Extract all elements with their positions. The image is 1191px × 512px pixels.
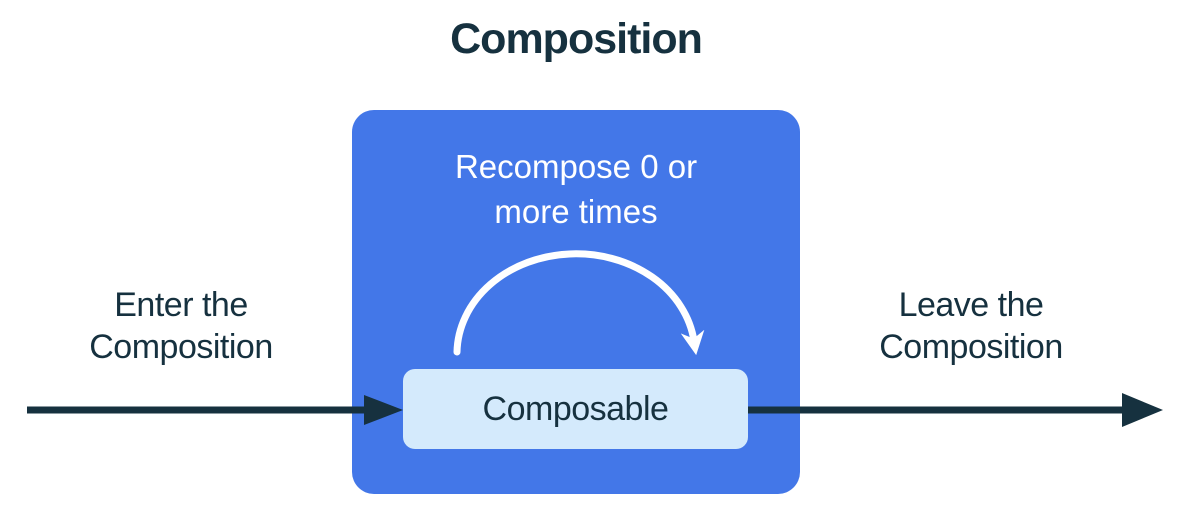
leave-arrow-head (1122, 393, 1163, 427)
leave-composition-label: Leave the Composition (879, 286, 1063, 366)
enter-arrow-icon (27, 395, 403, 425)
enter-composition-label: Enter the Composition (89, 286, 273, 366)
composable-label: Composable (482, 389, 669, 428)
recompose-label: Recompose 0 or more times (454, 148, 698, 230)
diagram-title: Composition (450, 15, 703, 63)
composable-box: Composable (403, 369, 748, 449)
leave-arrow-icon (748, 393, 1163, 427)
